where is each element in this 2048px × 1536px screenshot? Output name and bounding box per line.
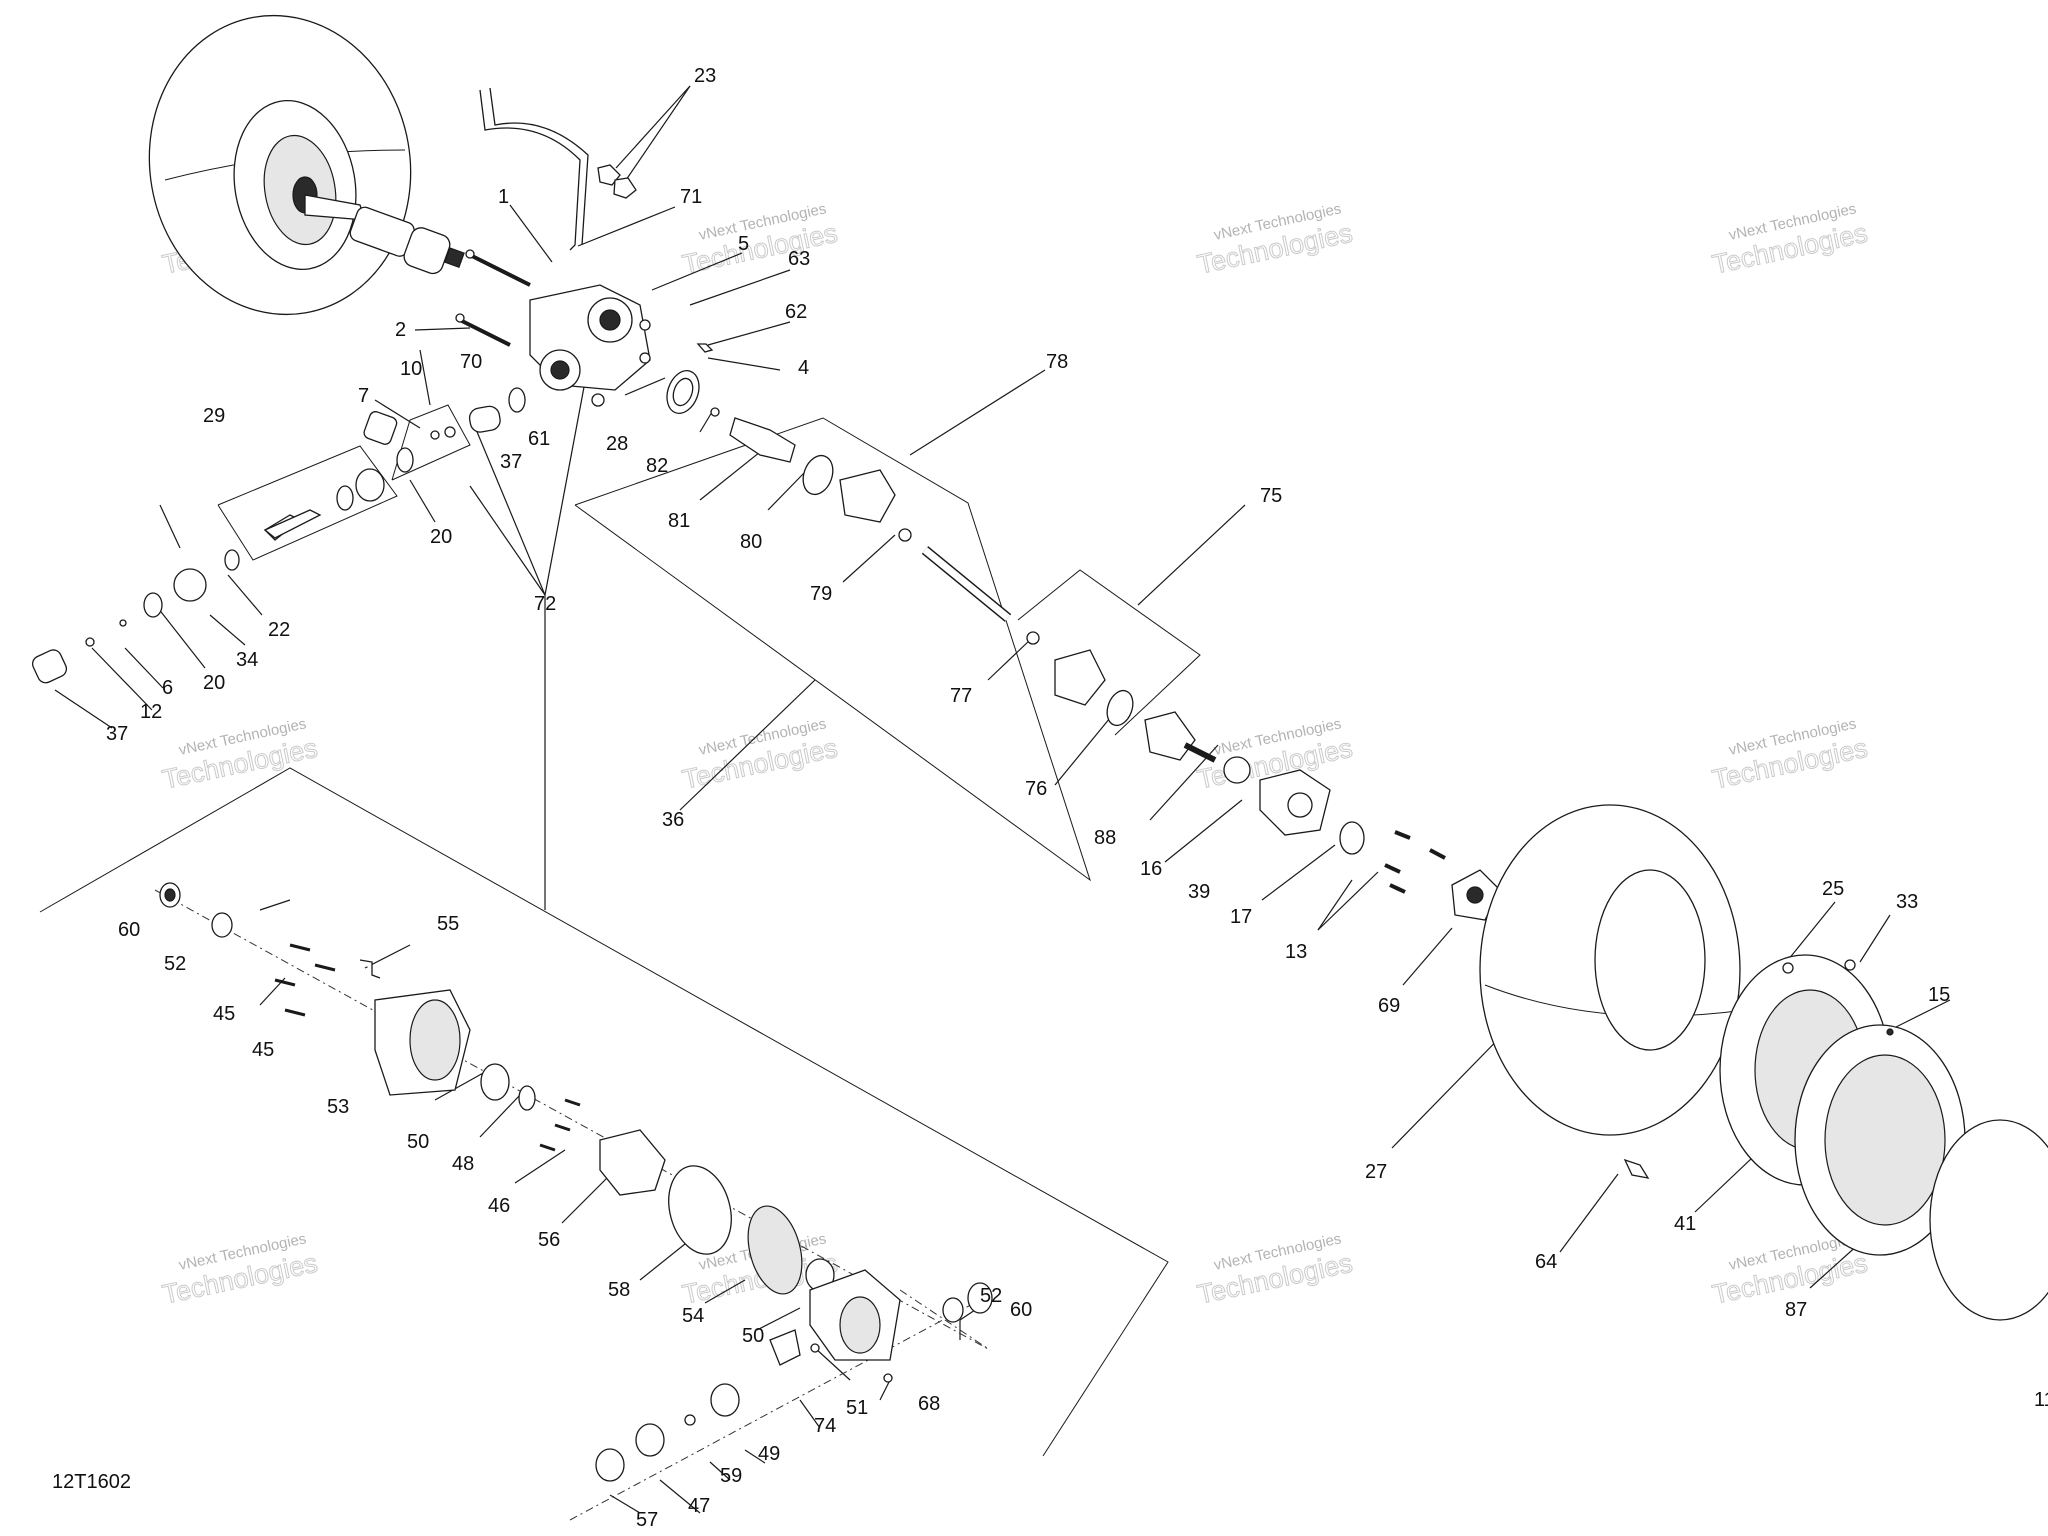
differential-internals	[159, 882, 993, 1482]
callout-12: 12	[140, 701, 162, 723]
callout-33: 33	[1896, 891, 1918, 913]
watermark: vNext Technologies Technologies	[1709, 200, 1870, 280]
callout-74: 74	[814, 1415, 836, 1437]
callout-71: 71	[680, 186, 702, 208]
callout-52: 52	[980, 1285, 1002, 1307]
watermark: vNext Technologies Technologies	[679, 200, 840, 280]
group-72-outline	[391, 404, 471, 481]
callout-77: 77	[950, 685, 972, 707]
callout-60: 60	[1010, 1299, 1032, 1321]
callout-15: 15	[1928, 984, 1950, 1006]
callout-64: 64	[1535, 1251, 1557, 1273]
callout-80: 80	[740, 531, 762, 553]
callout-labels: 23 1 71 5 63 62 4 2 10 70 7 61 37 28 82 …	[106, 65, 2048, 1531]
callout-5: 5	[738, 233, 749, 255]
callout-54: 54	[682, 1305, 704, 1327]
callout-76: 76	[1025, 778, 1047, 800]
callout-46: 46	[488, 1195, 510, 1217]
callout-55: 55	[437, 913, 459, 935]
callout-39: 39	[1188, 881, 1210, 903]
callout-52: 52	[164, 953, 186, 975]
callout-45: 45	[213, 1003, 235, 1025]
left-wheel-tire-illustration	[148, 14, 465, 316]
callout-2: 2	[395, 319, 406, 341]
callout-56: 56	[538, 1229, 560, 1251]
callout-75: 75	[1260, 485, 1282, 507]
callout-72: 72	[534, 593, 556, 615]
callout-37: 37	[500, 451, 522, 473]
callout-70: 70	[460, 351, 482, 373]
callout-13: 13	[1285, 941, 1307, 963]
watermark: vNext Technologies Technologies	[679, 715, 840, 795]
callout-11: 11	[2034, 1389, 2048, 1411]
callout-53: 53	[327, 1096, 349, 1118]
callout-20: 20	[430, 526, 452, 548]
callout-68: 68	[918, 1393, 940, 1415]
outer-cv-joint	[1026, 631, 1217, 763]
callout-62: 62	[785, 301, 807, 323]
callout-88: 88	[1094, 827, 1116, 849]
callout-78: 78	[1046, 351, 1068, 373]
group-outlines	[39, 404, 1201, 1457]
callout-48: 48	[452, 1153, 474, 1175]
callout-27: 27	[1365, 1161, 1387, 1183]
callout-41: 41	[1674, 1213, 1696, 1235]
callout-23: 23	[694, 65, 716, 87]
callout-22: 22	[268, 619, 290, 641]
front-differential-assembly	[455, 87, 1012, 622]
callout-60: 60	[118, 919, 140, 941]
callout-47: 47	[688, 1495, 710, 1517]
callout-59: 59	[720, 1465, 742, 1487]
callout-20: 20	[203, 672, 225, 694]
watermark: vNext Technologies Technologies	[1194, 200, 1355, 280]
callout-28: 28	[606, 433, 628, 455]
callout-50: 50	[407, 1131, 429, 1153]
callout-45: 45	[252, 1039, 274, 1061]
group-78-outline	[574, 417, 1091, 882]
group-29-outline	[217, 445, 398, 561]
watermark: vNext Technologies Technologies	[1194, 1230, 1355, 1310]
group-75-outline	[1017, 569, 1201, 736]
callout-82: 82	[646, 455, 668, 477]
leader-lines	[54, 85, 1951, 1514]
right-wheel-tire-illustration	[1479, 804, 2048, 1321]
left-output-parts	[31, 387, 526, 684]
callout-49: 49	[758, 1443, 780, 1465]
callout-25: 25	[1822, 878, 1844, 900]
callout-10: 10	[400, 358, 422, 380]
callout-61: 61	[528, 428, 550, 450]
callout-34: 34	[236, 649, 258, 671]
callout-69: 69	[1378, 995, 1400, 1017]
callout-87: 87	[1785, 1299, 1807, 1321]
callout-37: 37	[106, 723, 128, 745]
callout-58: 58	[608, 1279, 630, 1301]
callout-17: 17	[1230, 906, 1252, 928]
watermark: vNext Technologies Technologies	[159, 715, 320, 795]
knuckle-hub-assembly	[1223, 756, 1501, 921]
assembly-axes	[154, 889, 991, 1521]
watermark: vNext Technologies Technologies	[159, 1230, 320, 1310]
callout-51: 51	[846, 1397, 868, 1419]
callout-1: 1	[498, 186, 509, 208]
callout-29: 29	[203, 405, 225, 427]
callout-57: 57	[636, 1509, 658, 1531]
callout-63: 63	[788, 248, 810, 270]
diagram-code: 12T1602	[52, 1471, 131, 1493]
watermark: vNext Technologies Technologies	[1709, 715, 1870, 795]
callout-6: 6	[162, 677, 173, 699]
callout-7: 7	[358, 385, 369, 407]
callout-50: 50	[742, 1325, 764, 1347]
callout-81: 81	[668, 510, 690, 532]
callout-4: 4	[798, 357, 809, 379]
callout-16: 16	[1140, 858, 1162, 880]
callout-79: 79	[810, 583, 832, 605]
callout-36: 36	[662, 809, 684, 831]
group-36-outline	[39, 767, 1169, 1457]
